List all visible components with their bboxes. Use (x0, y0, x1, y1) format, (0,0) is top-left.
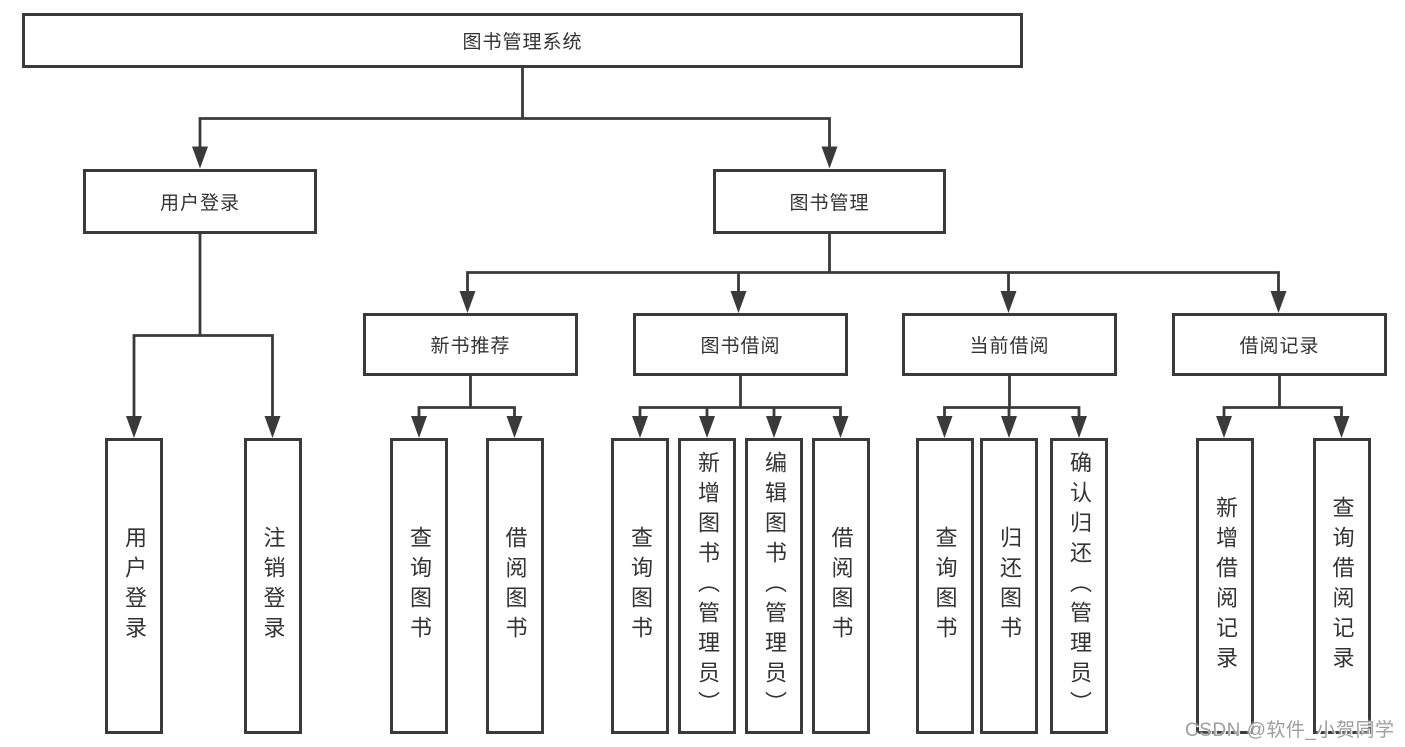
node-label: 图书管理 (789, 192, 870, 214)
leaf-query-book-borrowing: 查询图书 (611, 438, 669, 734)
node-label: 查询图书 (407, 526, 432, 646)
node-label: 新书推荐 (430, 336, 511, 357)
node-label: 查询图书 (628, 526, 653, 646)
node-label: 编辑图书（管理员） (762, 451, 787, 721)
node-label: 新增借阅记录 (1213, 496, 1238, 676)
csdn-watermark: CSDN @软件_小贺同学 (1185, 720, 1395, 741)
leaf-logout: 注销登录 (243, 438, 302, 734)
node-label: 借阅图书 (828, 526, 854, 646)
node-user-login: 用户登录 (83, 168, 317, 234)
node-label: 查询借阅记录 (1329, 496, 1355, 676)
leaf-add-borrow-record: 新增借阅记录 (1196, 438, 1254, 734)
node-library-management-system: 图书管理系统 (22, 13, 1023, 68)
leaf-user-login: 用户登录 (105, 438, 163, 734)
node-label: 新增图书（管理员） (695, 451, 720, 721)
connector-lines (132, 66, 1343, 422)
leaf-edit-book-admin: 编辑图书（管理员） (745, 438, 803, 734)
node-current-borrowing: 当前借阅 (902, 313, 1117, 376)
leaf-return-book: 归还图书 (980, 438, 1038, 734)
node-label: 确认归还（管理员） (1067, 451, 1092, 721)
leaf-query-book-current: 查询图书 (915, 438, 974, 734)
connector-arrowheads (126, 146, 1350, 438)
node-label: 注销登录 (260, 526, 286, 646)
node-label: 用户登录 (159, 192, 240, 214)
leaf-borrow-book: 借阅图书 (811, 438, 870, 734)
node-label: 查询图书 (932, 526, 958, 646)
node-book-management: 图书管理 (713, 168, 946, 234)
leaf-query-book-recommend: 查询图书 (390, 438, 448, 734)
node-label: 用户登录 (122, 526, 147, 646)
node-label: 借阅图书 (502, 526, 528, 646)
node-new-book-recommend: 新书推荐 (363, 313, 578, 376)
node-label: 当前借阅 (969, 336, 1050, 357)
node-borrowing-records: 借阅记录 (1172, 313, 1387, 376)
node-book-borrowing: 图书借阅 (633, 313, 848, 376)
leaf-borrow-book-recommend: 借阅图书 (485, 438, 544, 734)
leaf-query-borrow-record: 查询借阅记录 (1312, 438, 1371, 734)
node-label: 图书管理系统 (462, 32, 583, 53)
node-label: 图书借阅 (700, 336, 781, 357)
node-label: 归还图书 (997, 526, 1022, 646)
leaf-add-book-admin: 新增图书（管理员） (678, 438, 736, 734)
node-label: 借阅记录 (1239, 336, 1320, 357)
leaf-confirm-return-admin: 确认归还（管理员） (1050, 438, 1108, 734)
